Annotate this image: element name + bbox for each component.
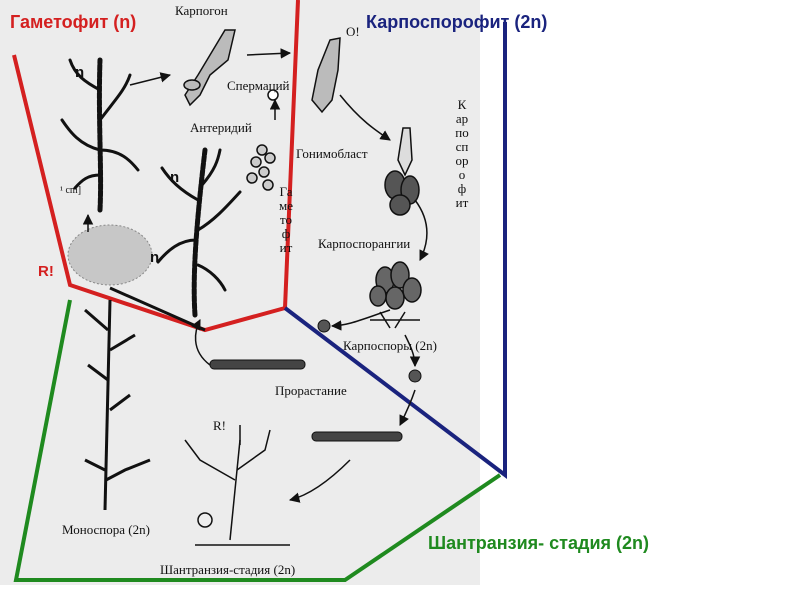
- antheridium-figure: [246, 144, 276, 191]
- label-germination: Прорастание: [275, 383, 347, 398]
- carpospore-left: [317, 319, 331, 333]
- chantransia-divider: [109, 286, 206, 332]
- chantransia-figure: [184, 425, 290, 546]
- label-carpospores: Карпоспоры (2n): [343, 338, 437, 353]
- label-o-mark: O!: [346, 24, 360, 39]
- label-n-top: n: [75, 64, 84, 81]
- label-antheridium: Антеридий: [190, 120, 252, 135]
- label-n-branch: n: [150, 249, 159, 266]
- fertilized-carpogon-figure: [267, 37, 341, 114]
- gametophyte-plant-top: [60, 57, 140, 213]
- cycle-arrows: [82, 48, 429, 503]
- label-carposporangia: Карпоспорангии: [318, 236, 410, 251]
- carpospore-right: [408, 369, 422, 383]
- gametophyte-plant-middle: [156, 147, 242, 318]
- label-gametophyte-vertical: Гаметофит: [279, 184, 293, 255]
- label-carposporophyte-vertical: Карпоспорофит: [455, 97, 469, 210]
- header-chantransia: Шантранзия- стадия (2n): [428, 533, 650, 553]
- label-r-top: R!: [213, 418, 226, 433]
- header-carposporophyte: Карпоспорофит (2n): [366, 12, 548, 32]
- chantransia-outline: [13, 299, 502, 582]
- label-gonimoblast: Гонимобласт: [296, 146, 368, 161]
- sporangia-cluster: [67, 224, 153, 286]
- label-scale: ¹ cm]: [60, 185, 81, 196]
- germination-filaments: [209, 359, 403, 442]
- gonimoblast-figure: [384, 127, 420, 216]
- label-chantransia-stage: Шантранзия-стадия (2n): [160, 562, 295, 577]
- label-monospore: Моноспора (2n): [62, 522, 150, 537]
- carposporophyte-outline: [283, 22, 507, 480]
- label-n-middle: n: [170, 169, 179, 186]
- monospore-plant: [84, 299, 151, 511]
- header-gametophyte: Гаметофит (n): [10, 12, 137, 32]
- carposporangia-figure: [369, 261, 422, 329]
- carpogon-figure: [183, 29, 236, 107]
- label-spermatium: Спермаций: [227, 78, 290, 93]
- label-carpogon: Карпогон: [175, 3, 228, 18]
- label-r-left: R!: [38, 263, 54, 280]
